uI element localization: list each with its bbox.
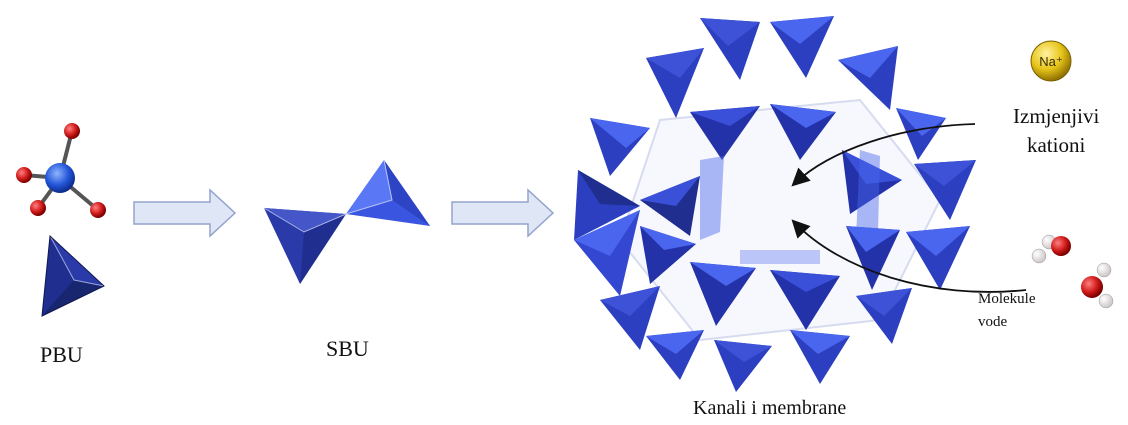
water-molecule bbox=[1031, 234, 1071, 264]
sio4-molecule bbox=[16, 123, 106, 218]
process-arrow-2 bbox=[451, 188, 555, 238]
oxygen-atom bbox=[90, 202, 106, 218]
zeolite-framework bbox=[574, 16, 976, 392]
water-label-line1: Molekule bbox=[978, 291, 1036, 307]
cations-label-line1: Izmjenjivi bbox=[1013, 104, 1100, 128]
oxygen-atom bbox=[30, 200, 46, 216]
sodium-symbol: Na⁺ bbox=[1039, 54, 1063, 69]
cation-pointer-arrow bbox=[791, 123, 976, 187]
process-arrow-1 bbox=[133, 188, 237, 238]
silicon-atom bbox=[45, 163, 75, 193]
cations-label: Izmjenjivi kationi bbox=[1013, 102, 1099, 160]
oxygen-atom bbox=[16, 167, 32, 183]
channels-label: Kanali i membrane bbox=[693, 397, 847, 419]
water-pointer-arrow bbox=[791, 219, 1027, 293]
sbu-double-tetrahedra bbox=[263, 159, 430, 284]
sodium-cation bbox=[1030, 40, 1072, 82]
water-label-line2: vode bbox=[978, 314, 1008, 330]
water-molecule bbox=[1081, 262, 1114, 309]
sbu-label: SBU bbox=[326, 336, 369, 361]
pbu-tetrahedron bbox=[41, 234, 105, 317]
pbu-label: PBU bbox=[40, 342, 83, 367]
cations-label-line2: kationi bbox=[1026, 133, 1086, 157]
water-label: Molekule vode bbox=[978, 288, 1036, 334]
oxygen-atom bbox=[64, 123, 80, 139]
